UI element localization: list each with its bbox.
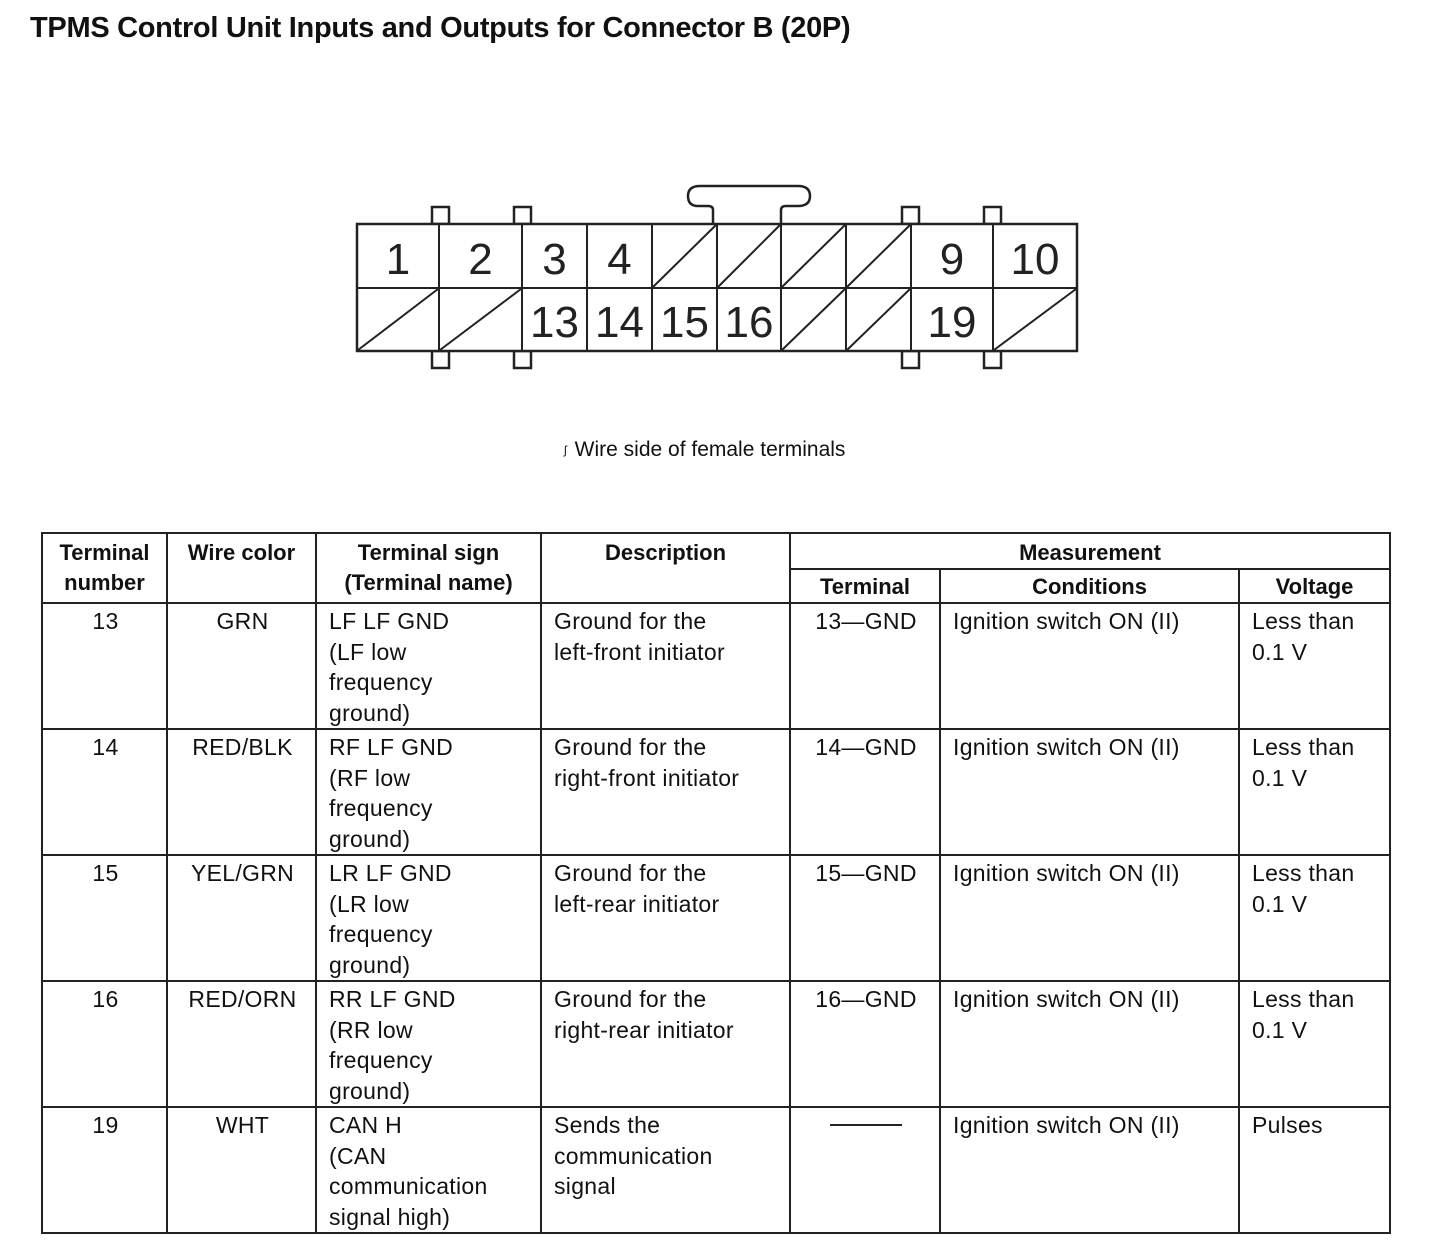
cell-wire-color: RED/BLK (166, 728, 317, 856)
terminal-number-label: 4 (607, 235, 631, 284)
header-voltage: Voltage (1237, 568, 1392, 604)
cell-number: 14 (41, 728, 168, 856)
table-row: 15 YEL/GRN LR LF GND (LR low frequency g… (41, 854, 1392, 982)
cell-terminal-sign: CAN H (CAN communication signal high) (315, 1106, 542, 1234)
cell-wire-color: GRN (166, 602, 317, 730)
cell-voltage: Less than 0.1 V (1237, 728, 1392, 856)
terminal-number-label: 1 (386, 235, 410, 284)
unused-cavity-slash (993, 288, 1077, 351)
connector-caption: ʃ Wire side of female terminals (564, 438, 845, 462)
cell-terminal: 13—GND (789, 602, 941, 730)
unused-cavity-slash (357, 288, 439, 351)
cell-terminal-sign: LF LF GND (LF low frequency ground) (315, 602, 542, 730)
unused-cavity-slash (717, 224, 781, 288)
top-lock-tab (982, 205, 1003, 226)
cell-conditions: Ignition switch ON (II) (939, 728, 1240, 856)
connector-cavity (992, 287, 1078, 352)
header-terminal-sign: Terminal sign (Terminal name) (315, 532, 542, 604)
terminal-number-label: 13 (530, 298, 579, 347)
io-table: Terminal number Wire color Terminal sign… (41, 532, 1392, 1234)
cell-terminal-sign: RF LF GND (RF low frequency ground) (315, 728, 542, 856)
cell-number: 19 (41, 1106, 168, 1234)
page-title: TPMS Control Unit Inputs and Outputs for… (30, 12, 851, 44)
table-row: 14 RED/BLK RF LF GND (RF low frequency g… (41, 728, 1392, 856)
top-lock-tab (512, 205, 533, 226)
terminal-number-label: 10 (1011, 235, 1060, 284)
cell-voltage: Pulses (1237, 1106, 1392, 1234)
cell-wire-color: WHT (166, 1106, 317, 1234)
no-terminal-dash (830, 1123, 902, 1126)
cell-terminal: 14—GND (789, 728, 941, 856)
unused-cavity-slash (781, 288, 846, 351)
terminal-number-label: 9 (940, 235, 964, 284)
table-row: 13 GRN LF LF GND (LF low frequency groun… (41, 602, 1392, 730)
cell-number: 15 (41, 854, 168, 982)
unused-cavity-slash (652, 224, 717, 288)
cell-terminal-sign: LR LF GND (LR low frequency ground) (315, 854, 542, 982)
cell-wire-color: RED/ORN (166, 980, 317, 1108)
header-terminal: Terminal (789, 568, 941, 604)
cell-voltage: Less than 0.1 V (1237, 602, 1392, 730)
terminal-number-label: 15 (660, 298, 709, 347)
unused-cavity-slash (846, 288, 911, 351)
table-row: 16 RED/ORN RR LF GND (RR low frequency g… (41, 980, 1392, 1108)
cell-wire-color: YEL/GRN (166, 854, 317, 982)
center-latch (686, 184, 812, 224)
cell-conditions: Ignition switch ON (II) (939, 602, 1240, 730)
cell-voltage: Less than 0.1 V (1237, 980, 1392, 1108)
terminal-number-label: 3 (542, 235, 566, 284)
terminal-number-label: 19 (928, 298, 977, 347)
header-description: Description (540, 532, 791, 604)
cell-terminal: 16—GND (789, 980, 941, 1108)
caption-text: Wire side of female terminals (574, 438, 846, 461)
header-measurement: Measurement (788, 532, 1392, 570)
bottom-lock-tab (512, 349, 533, 370)
bottom-lock-tab (982, 349, 1003, 370)
table-row: 19 WHT CAN H (CAN communication signal h… (41, 1106, 1392, 1234)
header-wire-color: Wire color (166, 532, 317, 604)
terminal-number-label: 14 (595, 298, 644, 347)
top-lock-tab (900, 205, 921, 226)
cell-description: Ground for the left-rear initiator (540, 854, 791, 982)
cell-voltage: Less than 0.1 V (1237, 854, 1392, 982)
cell-number: 13 (41, 602, 168, 730)
cell-description: Ground for the right-rear initiator (540, 980, 791, 1108)
cell-terminal-sign: RR LF GND (RR low frequency ground) (315, 980, 542, 1108)
top-lock-tab (430, 205, 451, 226)
cell-description: Ground for the left-front initiator (540, 602, 791, 730)
cell-terminal: 15—GND (789, 854, 941, 982)
header-terminal-number: Terminal number (41, 532, 168, 604)
cell-conditions: Ignition switch ON (II) (939, 980, 1240, 1108)
cell-description: Sends the communication signal (540, 1106, 791, 1234)
cell-conditions: Ignition switch ON (II) (939, 854, 1240, 982)
bottom-lock-tab (900, 349, 921, 370)
cell-description: Ground for the right-front initiator (540, 728, 791, 856)
unused-cavity-slash (439, 288, 522, 351)
caption-mark: ʃ (564, 443, 567, 458)
bottom-lock-tab (430, 349, 451, 370)
terminal-number-label: 2 (468, 235, 492, 284)
cell-number: 16 (41, 980, 168, 1108)
header-conditions: Conditions (939, 568, 1240, 604)
cell-conditions: Ignition switch ON (II) (939, 1106, 1240, 1234)
cell-terminal-none (789, 1106, 941, 1234)
terminal-number-label: 16 (725, 298, 774, 347)
unused-cavity-slash (846, 224, 911, 288)
unused-cavity-slash (781, 224, 846, 288)
